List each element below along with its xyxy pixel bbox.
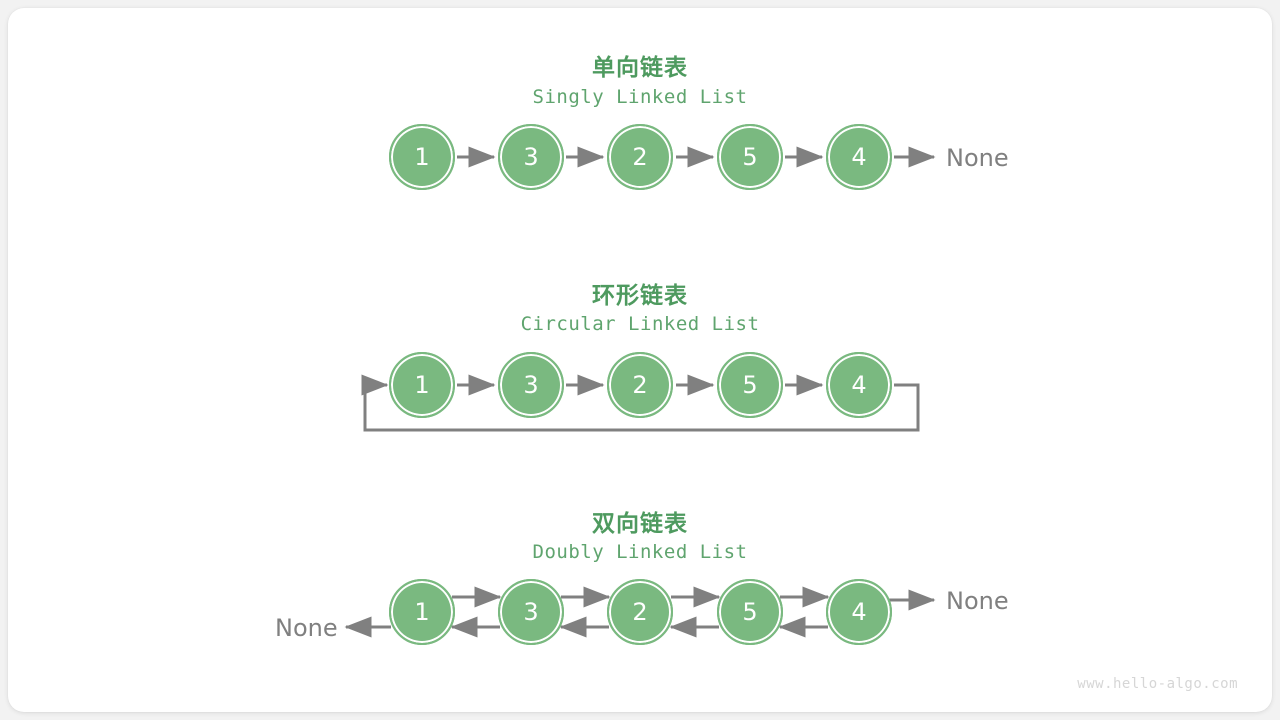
circular-title-en: Circular Linked List bbox=[520, 313, 760, 335]
doubly-title-cn: 双向链表 bbox=[592, 511, 688, 537]
singly-node-0[interactable]: 1 bbox=[389, 124, 455, 190]
doubly-node-2[interactable]: 2 bbox=[607, 579, 673, 645]
diagram-card: 单向链表 Singly Linked List 1 3 2 5 4 None 环… bbox=[8, 8, 1272, 712]
doubly-node-3[interactable]: 5 bbox=[717, 579, 783, 645]
node-value: 5 bbox=[742, 143, 758, 171]
node-value: 2 bbox=[632, 598, 648, 626]
circular-node-1[interactable]: 3 bbox=[498, 352, 564, 418]
node-value: 3 bbox=[523, 143, 539, 171]
node-value: 1 bbox=[414, 371, 430, 399]
singly-node-4[interactable]: 4 bbox=[826, 124, 892, 190]
doubly-node-0[interactable]: 1 bbox=[389, 579, 455, 645]
doubly-title-en: Doubly Linked List bbox=[532, 541, 748, 563]
node-value: 5 bbox=[742, 371, 758, 399]
node-value: 4 bbox=[851, 371, 867, 399]
circular-node-4[interactable]: 4 bbox=[826, 352, 892, 418]
singly-node-2[interactable]: 2 bbox=[607, 124, 673, 190]
doubly-node-4[interactable]: 4 bbox=[826, 579, 892, 645]
node-value: 4 bbox=[851, 598, 867, 626]
singly-title-cn: 单向链表 bbox=[592, 55, 688, 81]
doubly-head-none-label: None bbox=[275, 614, 338, 642]
singly-tail-none-label: None bbox=[946, 144, 1009, 172]
singly-title-en: Singly Linked List bbox=[532, 86, 748, 108]
doubly-node-1[interactable]: 3 bbox=[498, 579, 564, 645]
doubly-tail-none-label: None bbox=[946, 587, 1009, 615]
node-value: 1 bbox=[414, 598, 430, 626]
circular-node-0[interactable]: 1 bbox=[389, 352, 455, 418]
circular-node-2[interactable]: 2 bbox=[607, 352, 673, 418]
node-value: 4 bbox=[851, 143, 867, 171]
node-value: 2 bbox=[632, 143, 648, 171]
node-value: 3 bbox=[523, 598, 539, 626]
circular-node-3[interactable]: 5 bbox=[717, 352, 783, 418]
watermark: www.hello-algo.com bbox=[1077, 676, 1238, 692]
diagram-stage: 单向链表 Singly Linked List 1 3 2 5 4 None 环… bbox=[8, 8, 1272, 712]
circular-title-cn: 环形链表 bbox=[592, 283, 688, 309]
node-value: 2 bbox=[632, 371, 648, 399]
singly-node-1[interactable]: 3 bbox=[498, 124, 564, 190]
node-value: 1 bbox=[414, 143, 430, 171]
node-value: 3 bbox=[523, 371, 539, 399]
node-value: 5 bbox=[742, 598, 758, 626]
singly-node-3[interactable]: 5 bbox=[717, 124, 783, 190]
